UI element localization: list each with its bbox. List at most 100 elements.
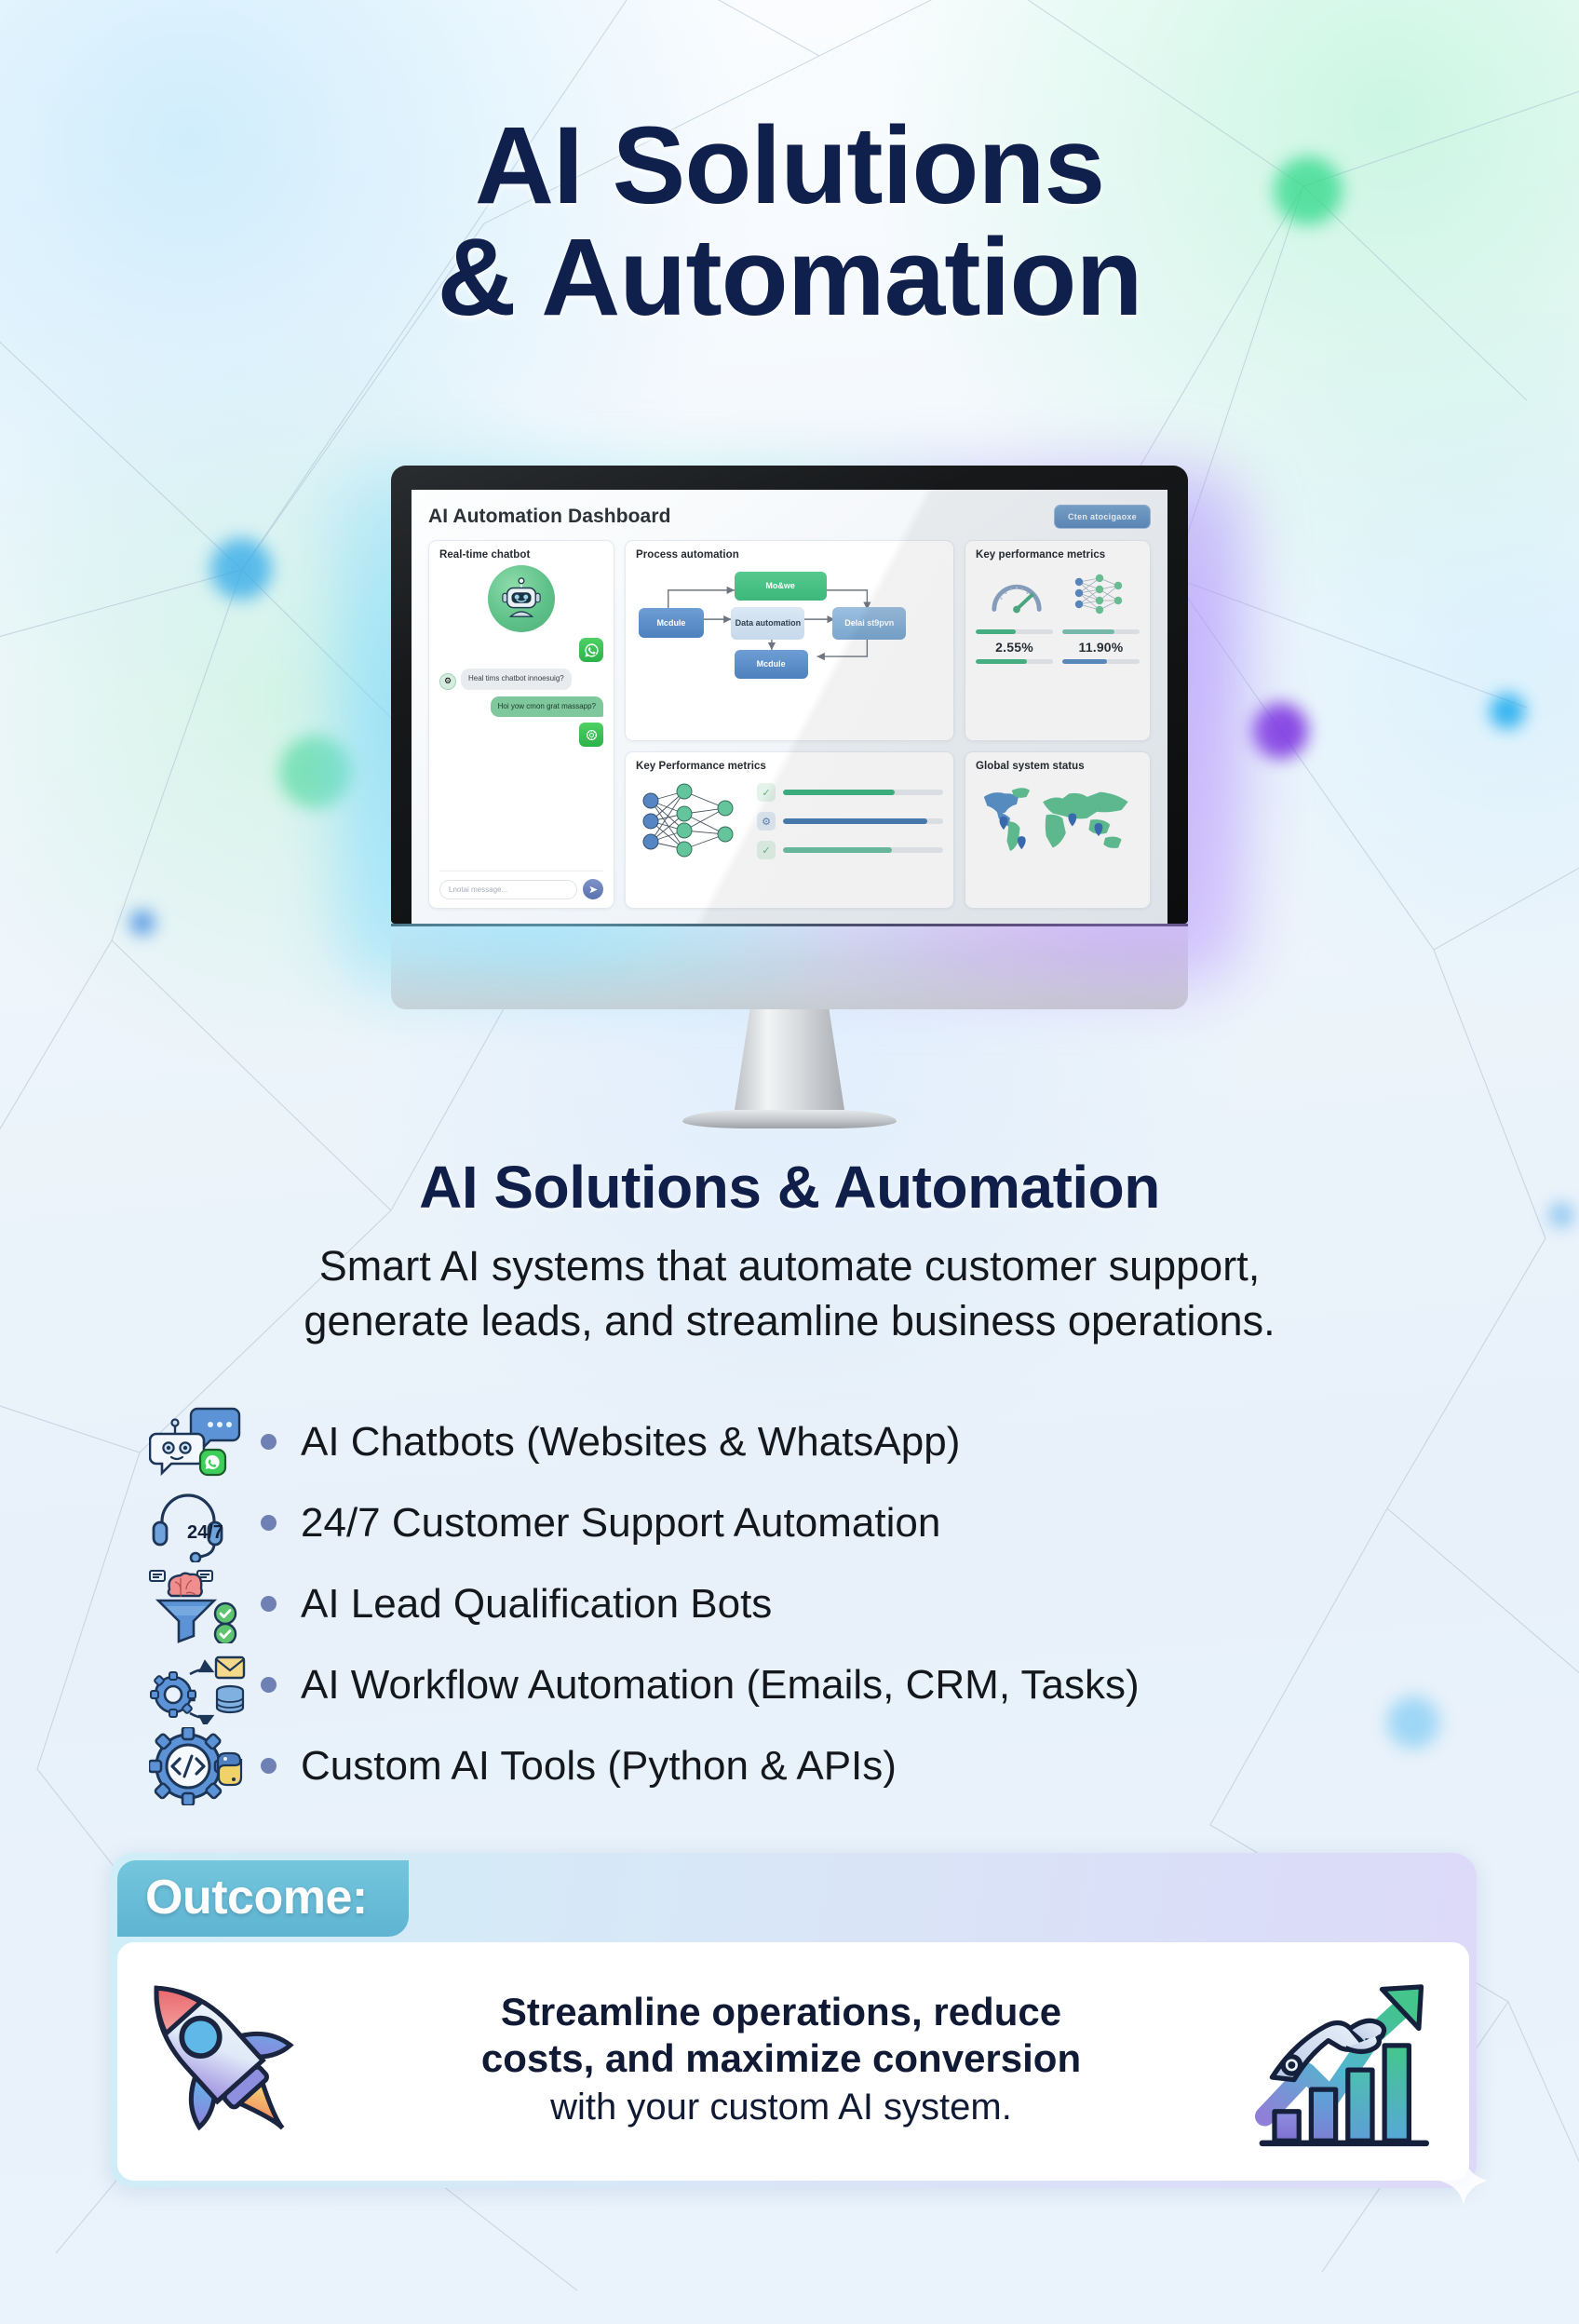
outcome-tab-label: Outcome: [117, 1860, 409, 1937]
monitor-screen: AI Automation Dashboard Cten atocigaoxe … [412, 490, 1167, 924]
flow-node-1: Mo&we [734, 572, 827, 601]
section-description: Smart AI systems that automate customer … [93, 1238, 1486, 1349]
dashboard-grid: Real-time chatbot [428, 540, 1151, 909]
performance-row: ✓ [757, 841, 943, 860]
glow-node-blue-4 [1387, 1696, 1439, 1749]
list-item: AI Chatbots (Websites & WhatsApp) [148, 1401, 1523, 1482]
glow-node-blue-5 [1549, 1203, 1573, 1227]
card-title-chatbot: Real-time chatbot [439, 549, 531, 561]
flow-node-3: Data automation [731, 606, 805, 641]
feature-label: Custom AI Tools (Python & APIs) [301, 1742, 897, 1789]
robot-hand-growth-chart-icon [1255, 1960, 1451, 2160]
performance-row: ✓ [757, 783, 943, 803]
glow-node-blue-3 [130, 911, 155, 935]
dashboard-title: AI Automation Dashboard [428, 506, 671, 527]
check-icon: ✓ [757, 841, 776, 860]
monitor-stand-base [682, 1110, 897, 1128]
bot-mini-avatar-icon: ⚙ [439, 672, 456, 690]
page-title: AI Solutions & Automation [0, 110, 1579, 334]
chat-bubble-text: Heal tims chatbot innoesuig? [461, 669, 572, 690]
chatbot-avatar-icon [488, 565, 555, 632]
outcome-line-1: Streamline operations, reduce [500, 1990, 1062, 2034]
progress-bar [783, 818, 943, 825]
list-item: 24/7 24/7 Customer Support Automation [149, 1482, 1523, 1563]
list-item: Custom AI Tools (Python & APIs) [147, 1725, 1523, 1806]
kpi-bar [976, 629, 1053, 634]
dashboard: AI Automation Dashboard Cten atocigaoxe … [412, 490, 1167, 924]
chat-message-bot: ⚙ Heal tims chatbot innoesuig? [439, 669, 603, 690]
performance-body: ✓ ⚙ ✓ [636, 777, 943, 866]
progress-bar [783, 847, 943, 854]
chat-bot-badge-row [439, 723, 603, 748]
chat-message-user: Hoi yow cmon grat massapp? [439, 696, 603, 718]
feature-label: AI Lead Qualification Bots [301, 1580, 773, 1627]
page-title-line-1: AI Solutions [474, 104, 1105, 227]
dashboard-action-button[interactable]: Cten atocigaoxe [1053, 505, 1151, 529]
section-heading: AI Solutions & Automation [419, 1154, 1160, 1221]
gear-icon: ⚙ [757, 812, 776, 831]
card-process-automation: Process automation [625, 540, 954, 742]
monitor-stand-neck [735, 1009, 844, 1110]
flow-node-4: Delai st9pvn [832, 606, 907, 641]
kpi-bar [1062, 629, 1140, 634]
monitor-bezel: AI Automation Dashboard Cten atocigaoxe … [391, 466, 1188, 924]
process-flowchart: Mo&we Mcdule Data automation Delai st9pv… [636, 565, 943, 679]
chatbot-whatsapp-icon [148, 1403, 246, 1481]
bot-badge-icon [579, 723, 603, 748]
kpi-upper-bars: 2.55% 11.90% [976, 629, 1140, 664]
chat-input-row[interactable]: Lnotai message... [439, 871, 603, 899]
gauge-icon [991, 584, 1042, 614]
list-item: AI Workflow Automation (Emails, CRM, Tas… [149, 1644, 1523, 1728]
flow-node-2: Mcdule [639, 608, 704, 638]
neural-network-icon [1074, 574, 1122, 615]
card-title-geo: Global system status [976, 761, 1085, 773]
card-realtime-chatbot: Real-time chatbot [428, 540, 614, 909]
monitor-mockup: AI Automation Dashboard Cten atocigaoxe … [333, 466, 1246, 1128]
chat-message-input[interactable]: Lnotai message... [439, 879, 577, 899]
progress-bar [783, 790, 943, 796]
bullet-dot [261, 1515, 277, 1531]
gear-email-database-icon [149, 1646, 246, 1728]
kpi-metric-1: 11.90% [1062, 629, 1140, 664]
outcome-body: Streamline operations, reduce costs, and… [117, 1942, 1469, 2181]
flow-node-5: Mcdule [734, 649, 808, 679]
card-title-process: Process automation [636, 549, 739, 561]
kpi-metric-0: 2.55% [976, 629, 1053, 664]
glow-node-green-1 [1274, 156, 1343, 225]
outcome-tab-row: Outcome: [117, 1860, 1469, 1942]
check-icon: ✓ [757, 783, 776, 803]
card-title-kpi: Key performance metrics [976, 549, 1106, 561]
whatsapp-icon [579, 638, 603, 662]
send-icon[interactable] [583, 879, 603, 899]
section-description-line-2: generate leads, and streamline business … [304, 1297, 1275, 1345]
glow-node-purple-1 [1252, 703, 1308, 759]
gear-code-python-icon [147, 1725, 246, 1806]
bullet-dot [261, 1677, 277, 1693]
card-title-performance: Key Performance metrics [636, 761, 766, 773]
bullet-dot [261, 1596, 277, 1612]
page-title-line-2: & Automation [437, 216, 1142, 340]
card-global-system-status: Global system status [965, 751, 1151, 909]
svg-text:24/7: 24/7 [187, 1522, 223, 1543]
feature-label: 24/7 Customer Support Automation [301, 1499, 941, 1546]
card-performance-metrics: Key Performance metrics [625, 751, 954, 909]
glow-node-blue-1 [210, 538, 272, 600]
outcome-line-3: with your custom AI system. [550, 2086, 1012, 2128]
feature-label: AI Chatbots (Websites & WhatsApp) [301, 1418, 961, 1465]
feature-list: AI Chatbots (Websites & WhatsApp) 24/7 2… [147, 1401, 1523, 1806]
neural-network-icon [642, 783, 734, 858]
kpi-value: 11.90% [1078, 640, 1124, 655]
bullet-dot [261, 1758, 277, 1774]
kpi-value: 2.55% [995, 640, 1033, 655]
outcome-text: Streamline operations, reduce costs, and… [313, 1989, 1249, 2129]
glow-node-blue-2 [1490, 694, 1525, 729]
rocket-icon [130, 1957, 307, 2162]
sparkle-icon [1439, 2156, 1488, 2205]
headset-247-icon: 24/7 [149, 1484, 246, 1563]
performance-rows: ✓ ⚙ ✓ [757, 783, 943, 860]
kpi-bar-under [1062, 659, 1140, 664]
kpi-icon-row [976, 565, 1140, 623]
outcome-line-2: costs, and maximize conversion [480, 2036, 1082, 2080]
kpi-bar-under [976, 659, 1053, 664]
